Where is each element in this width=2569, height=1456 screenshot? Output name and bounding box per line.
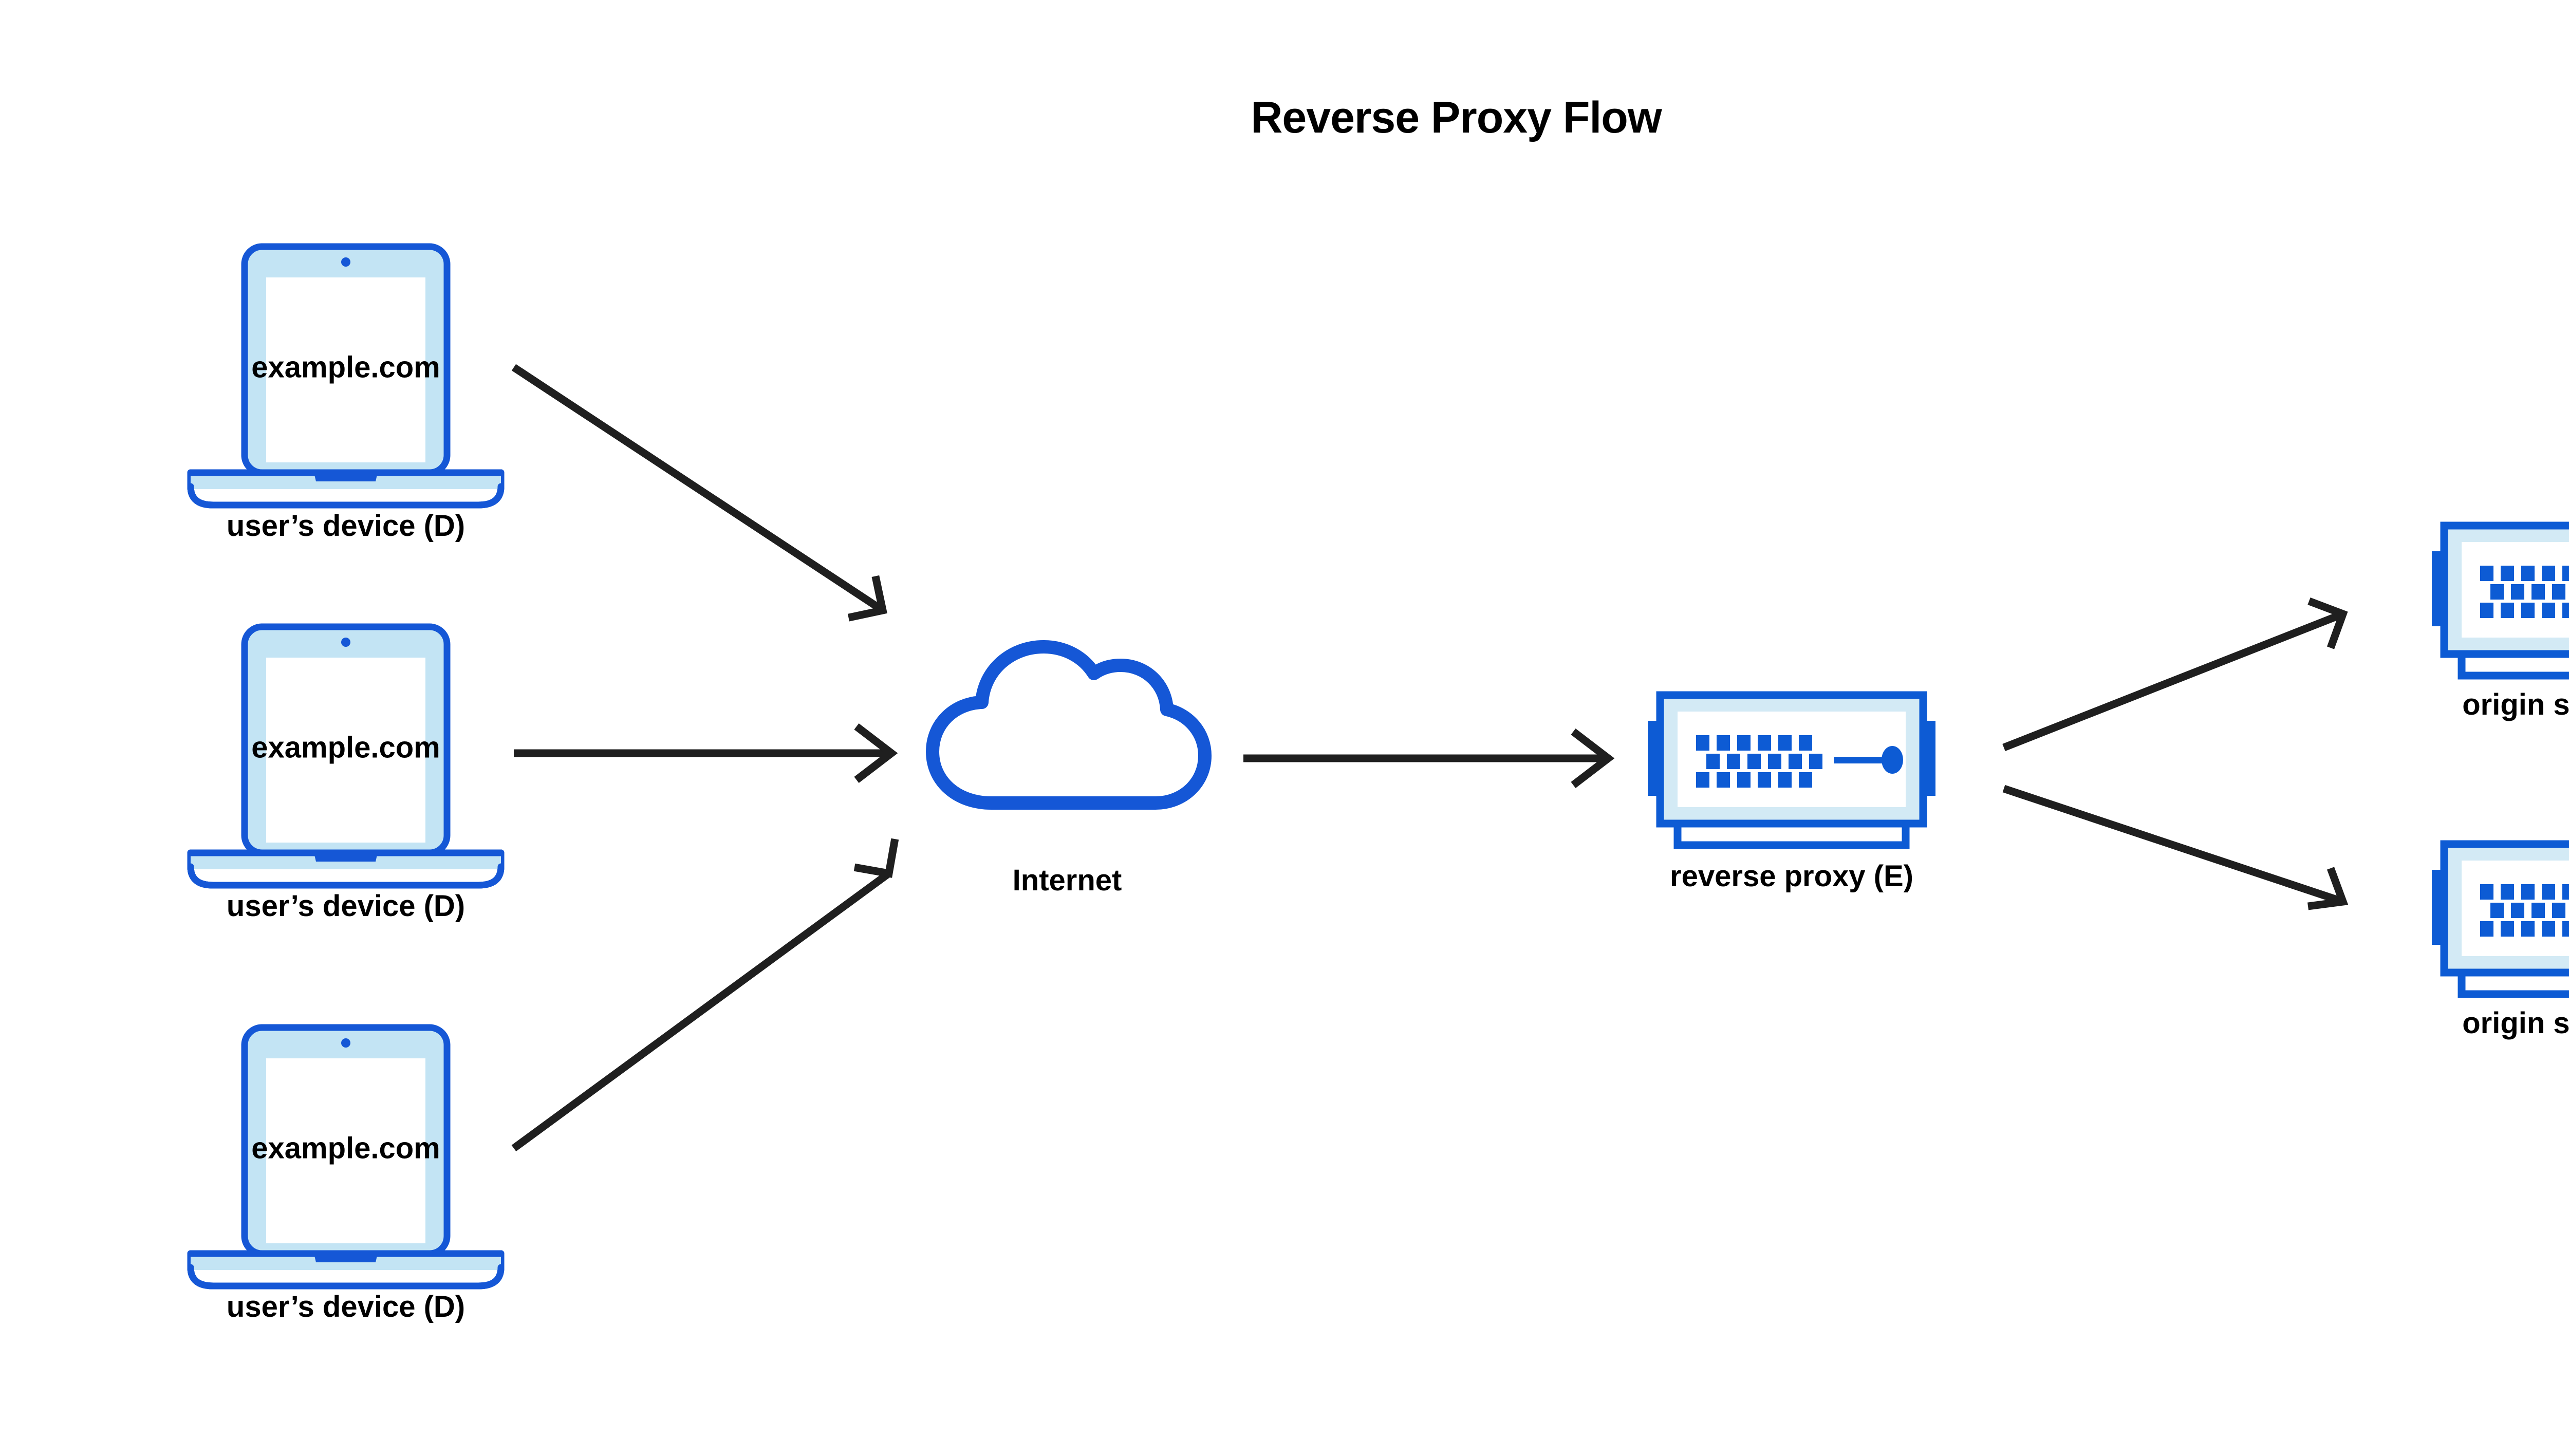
node-label-internet: Internet xyxy=(1012,864,1122,897)
node-cloud-internet xyxy=(933,647,1205,803)
node-server-origin1 xyxy=(2432,526,2569,676)
page-title: Reverse Proxy Flow xyxy=(1251,93,1662,142)
node-label-device3: user’s device (D) xyxy=(226,1290,466,1323)
node-label-device2: user’s device (D) xyxy=(226,889,466,923)
arrow-reverse-proxy-to-origin1 xyxy=(2002,597,2348,751)
node-server-origin2 xyxy=(2432,844,2569,994)
laptop-screen-text-device1: example.com xyxy=(251,350,440,384)
arrow-device1-to-internet xyxy=(511,364,887,622)
node-label-origin2: origin server (F) xyxy=(2462,1006,2569,1040)
arrow-device2-to-internet xyxy=(514,723,898,783)
arrow-internet-to-reverse-proxy xyxy=(1243,729,1615,788)
node-label-reverse-proxy: reverse proxy (E) xyxy=(1670,860,1913,893)
node-label-device1: user’s device (D) xyxy=(226,509,466,543)
arrow-device3-to-internet xyxy=(511,838,899,1152)
arrow-reverse-proxy-to-origin2 xyxy=(2002,785,2349,910)
laptop-screen-text-device2: example.com xyxy=(251,731,440,764)
laptop-screen-text-device3: example.com xyxy=(251,1131,440,1165)
node-server-reverse-proxy xyxy=(1648,695,1935,845)
node-label-origin1: origin server (F) xyxy=(2462,688,2569,721)
